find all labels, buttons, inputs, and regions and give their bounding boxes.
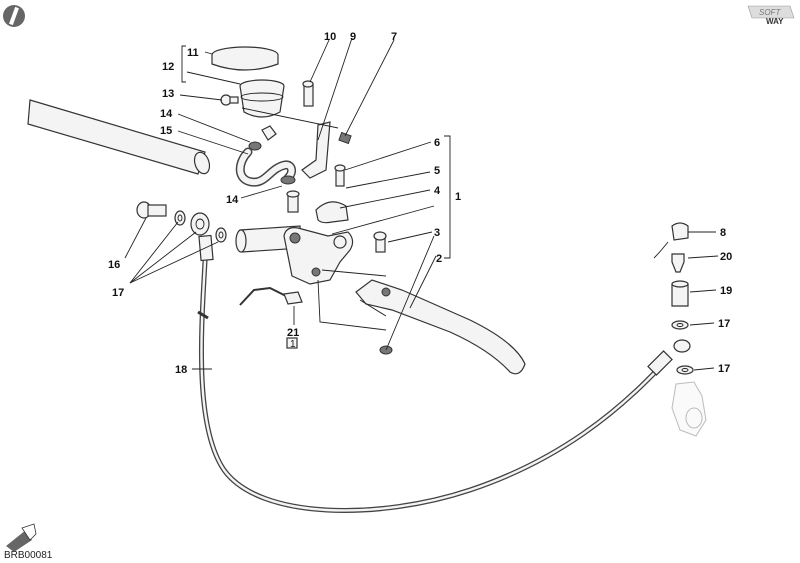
callout-6: 6 <box>434 137 440 149</box>
softway-logo: SOFT WAY <box>747 5 795 26</box>
callout-5: 5 <box>434 165 440 177</box>
page-marker-icon <box>3 5 25 27</box>
clutch-lever <box>355 279 526 375</box>
callout-10: 10 <box>324 31 336 43</box>
callout-11: 11 <box>187 47 199 59</box>
screw-13 <box>220 94 239 106</box>
callout-15: 15 <box>160 125 172 137</box>
callout-9: 9 <box>350 31 356 43</box>
callout-17-left: 17 <box>112 287 124 299</box>
washer-left-2 <box>215 227 227 243</box>
grommet <box>286 337 298 349</box>
logo-text-top: SOFT <box>759 8 781 17</box>
callout-13: 13 <box>162 88 174 100</box>
clutch-hose <box>198 234 673 513</box>
callout-7: 7 <box>391 31 397 43</box>
banjo-eye <box>190 212 210 236</box>
logo-text-bottom: WAY <box>766 17 784 26</box>
leader-lines <box>124 37 719 371</box>
hose-clip-lower <box>280 175 296 185</box>
callout-18: 18 <box>175 364 187 376</box>
callout-16: 16 <box>108 259 120 271</box>
bleed-cap <box>653 222 689 259</box>
screw-6 <box>334 164 346 187</box>
handlebar <box>27 99 211 175</box>
callout-21-sub: 1 <box>290 339 296 350</box>
diagram-type-icon <box>6 523 37 552</box>
clamp <box>315 201 349 224</box>
callout-8: 8 <box>720 227 726 239</box>
bleed-valve-body <box>671 280 689 307</box>
callout-12: 12 <box>162 61 174 73</box>
diagram-code: BRB00081 <box>4 550 53 561</box>
callout-4: 4 <box>434 185 441 197</box>
callout-1: 1 <box>455 191 461 203</box>
washer-left-1 <box>174 210 186 226</box>
callout-17-right-2: 17 <box>718 363 730 375</box>
callout-14-lower: 14 <box>226 194 239 206</box>
callout-17-right-1: 17 <box>718 318 730 330</box>
lever-pivot-screw <box>373 231 387 253</box>
callout-19: 19 <box>720 285 732 297</box>
hose-clip <box>248 125 277 151</box>
screw-10 <box>302 80 314 107</box>
banjo-eye-right <box>673 339 691 353</box>
hose-guide <box>197 286 287 320</box>
master-cylinder <box>235 225 354 285</box>
reservoir-hose <box>235 147 297 187</box>
callout-20: 20 <box>720 251 732 263</box>
washer-right-2 <box>676 365 694 375</box>
callout-2: 2 <box>436 253 442 265</box>
screw-7 <box>338 131 352 145</box>
banjo-fitting <box>286 190 300 213</box>
banjo-bolt <box>136 201 167 219</box>
washer-right-1 <box>671 320 689 330</box>
bleed-valve <box>671 253 685 273</box>
slave-cylinder-ghost <box>671 381 707 437</box>
hose-guide-clip <box>283 291 303 305</box>
reservoir-cap <box>211 46 279 71</box>
callout-14-upper: 14 <box>160 108 173 120</box>
callout-21: 21 <box>287 327 299 339</box>
bracket <box>301 121 331 179</box>
callout-3: 3 <box>434 227 440 239</box>
reservoir <box>239 79 285 118</box>
callout-labels: 1 2 3 4 5 6 7 8 9 10 11 12 13 14 14 15 1… <box>108 31 732 376</box>
